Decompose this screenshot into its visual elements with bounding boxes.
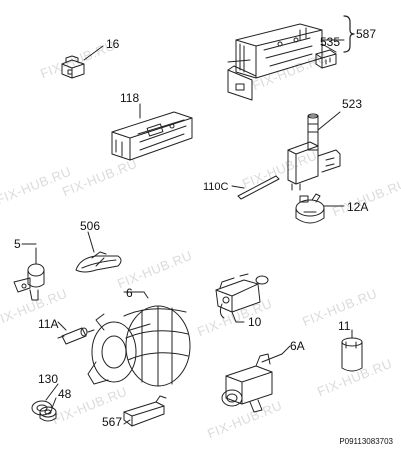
- pressure-switch-drawing: [295, 193, 345, 224]
- part-label-5: 5: [14, 237, 21, 251]
- pump-motor-drawing: [87, 291, 191, 387]
- solenoid-valve-drawing: [13, 243, 45, 301]
- seal-ring-drawing: [31, 383, 59, 416]
- grommet-drawing: [39, 397, 57, 422]
- part-label-506: 506: [80, 219, 101, 233]
- capacitor-drawing: [341, 329, 363, 372]
- part-label-48: 48: [58, 387, 72, 401]
- part-label-11: 11: [338, 319, 351, 333]
- part-label-6a: 6A: [290, 339, 305, 353]
- part-label-16: 16: [106, 37, 120, 51]
- rod-drawing: [231, 175, 280, 200]
- circulation-pump-drawing: [221, 345, 291, 413]
- part-label-6: 6: [126, 286, 133, 300]
- drain-pump-drawing: [215, 273, 269, 323]
- relay-drawing: [315, 43, 337, 69]
- electronic-board-drawing: [111, 103, 193, 161]
- connector-clip-drawing: [61, 45, 104, 79]
- control-module-drawing: [227, 15, 355, 101]
- part-label-567: 567: [102, 415, 123, 429]
- clamp-drawing: [123, 395, 167, 427]
- capacitor-small-drawing: [57, 321, 95, 345]
- part-label-535: 535: [320, 35, 341, 49]
- part-label-523: 523: [342, 97, 363, 111]
- part-label-12a: 12A: [347, 200, 369, 214]
- part-label-118: 118: [120, 91, 140, 105]
- part-label-10: 10: [248, 315, 262, 329]
- part-label-130: 130: [38, 372, 59, 386]
- clip-bracket-drawing: [75, 231, 122, 273]
- part-label-110c: 110C: [203, 181, 229, 193]
- part-label-11a: 11A: [38, 317, 59, 331]
- part-label-587: 587: [356, 27, 377, 41]
- level-sensor-drawing: [287, 111, 341, 191]
- drawing-code: P09113083703: [339, 437, 393, 446]
